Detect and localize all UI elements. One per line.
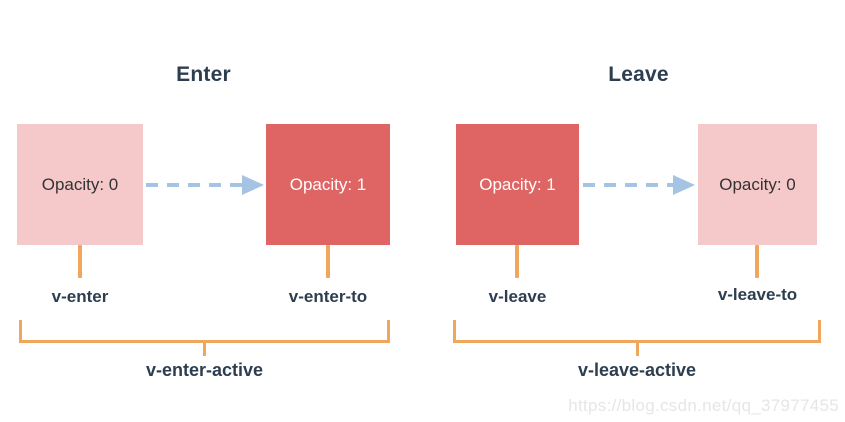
leave-active-bracket bbox=[453, 320, 821, 343]
v-enter-label: v-enter bbox=[51, 287, 109, 306]
leave-section-title: Leave bbox=[608, 63, 669, 86]
enter-to-connector-line bbox=[326, 245, 330, 278]
leave-from-state-box: Opacity: 1 bbox=[456, 124, 579, 245]
enter-to-opacity-value: Opacity: 1 bbox=[289, 174, 367, 194]
enter-active-bracket-tick bbox=[203, 342, 206, 356]
enter-from-opacity-value: Opacity: 0 bbox=[41, 174, 119, 194]
leave-active-bracket-tick bbox=[636, 342, 639, 356]
v-enter-to-label: v-enter-to bbox=[288, 287, 368, 306]
v-leave-active-label: v-leave-active bbox=[577, 360, 697, 380]
leave-to-opacity-value: Opacity: 0 bbox=[719, 174, 796, 194]
v-leave-label: v-leave bbox=[488, 287, 547, 306]
csdn-watermark: https://blog.csdn.net/qq_37977455 bbox=[568, 396, 839, 415]
leave-from-connector-line bbox=[515, 245, 519, 278]
leave-dashed-arrow-icon bbox=[583, 175, 695, 195]
v-leave-to-label: v-leave-to bbox=[717, 285, 798, 304]
leave-to-connector-line bbox=[755, 245, 759, 278]
enter-from-connector-line bbox=[78, 245, 82, 278]
enter-dashed-arrow-icon bbox=[146, 175, 264, 195]
v-enter-active-label: v-enter-active bbox=[145, 360, 264, 380]
enter-section-title: Enter bbox=[176, 63, 231, 86]
leave-from-opacity-value: Opacity: 1 bbox=[479, 174, 556, 194]
leave-to-state-box: Opacity: 0 bbox=[698, 124, 817, 245]
enter-from-state-box: Opacity: 0 bbox=[17, 124, 143, 245]
enter-active-bracket bbox=[19, 320, 390, 343]
enter-to-state-box: Opacity: 1 bbox=[266, 124, 390, 245]
